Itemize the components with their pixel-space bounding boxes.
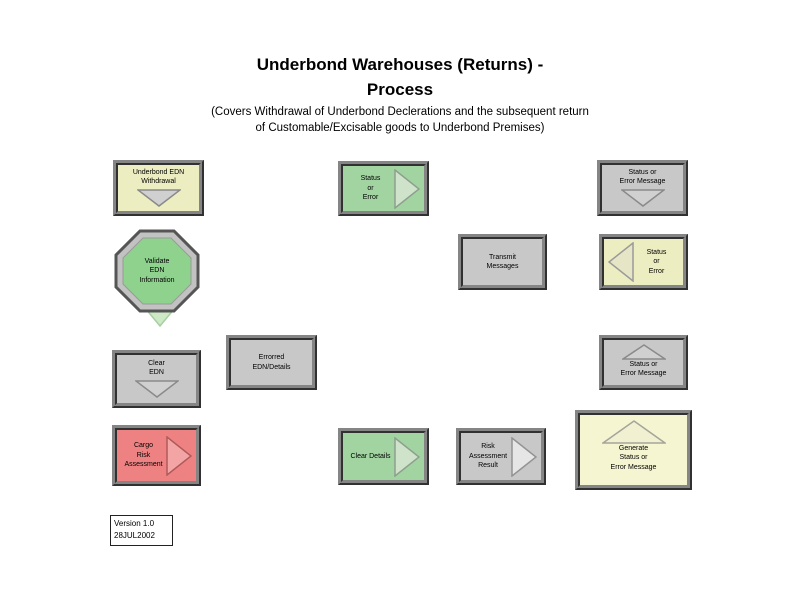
octagon-shape xyxy=(114,229,200,313)
arrow-down-icon xyxy=(134,380,179,398)
node-label: Cargo Risk Assessment xyxy=(124,442,163,469)
node-cargo-risk-assessment: Cargo Risk Assessment xyxy=(112,425,201,486)
node-status-or-error-message-top: Status or Error Message xyxy=(597,160,688,216)
arrow-right-icon xyxy=(394,436,420,477)
diagram-title: Underbond Warehouses (Returns) - Process xyxy=(256,55,544,99)
arrow-down-icon xyxy=(620,189,665,207)
node-label: Status or Error xyxy=(360,175,381,202)
node-underbond-edn-withdrawal: Underbond EDN Withdrawal xyxy=(113,160,204,216)
diagram-subtitle: (Covers Withdrawal of Underbond Declerat… xyxy=(211,106,589,134)
node-label: Status or Error xyxy=(646,248,667,275)
version-label: Version 1.0 28JUL2002 xyxy=(110,515,173,546)
node-label: Validate EDN Information xyxy=(139,258,175,284)
arrow-up-icon xyxy=(621,344,666,360)
arrow-left-icon xyxy=(608,242,634,282)
arrow-right-icon xyxy=(511,436,537,477)
node-status-or-error-right: Status or Error xyxy=(599,234,688,290)
node-label: Status or Error Message xyxy=(620,361,667,378)
node-risk-assessment-result: Risk Assessment Result xyxy=(456,428,546,485)
node-transmit-messages: Transmit Messages xyxy=(458,234,547,290)
node-label: Transmit Messages xyxy=(486,253,519,270)
arrow-down-icon xyxy=(136,189,181,207)
node-status-or-error-top: Status or Error xyxy=(338,161,429,216)
node-label: Status or Error Message xyxy=(619,169,666,186)
arrow-up-icon xyxy=(601,420,666,444)
node-status-or-error-message-mid: Status or Error Message xyxy=(599,335,688,390)
node-label: Clear Details xyxy=(350,452,391,460)
node-label: Clear EDN xyxy=(148,360,165,377)
node-label: Underbond EDN Withdrawal xyxy=(132,169,185,186)
arrow-right-icon xyxy=(166,435,192,476)
node-clear-details: Clear Details xyxy=(338,428,429,485)
node-label: Risk Assessment Result xyxy=(468,443,508,470)
node-generate-status-or-error-message: Generate Status or Error Message xyxy=(575,410,692,490)
node-validate-edn-information: Validate EDN Information xyxy=(114,229,200,333)
node-clear-edn: Clear EDN xyxy=(112,350,201,408)
node-label: Generate Status or Error Message xyxy=(610,445,657,471)
arrow-right-icon xyxy=(394,168,420,209)
node-errorred-edn-details: Errorred EDN/Details xyxy=(226,335,317,390)
node-label: Errorred EDN/Details xyxy=(252,354,291,371)
